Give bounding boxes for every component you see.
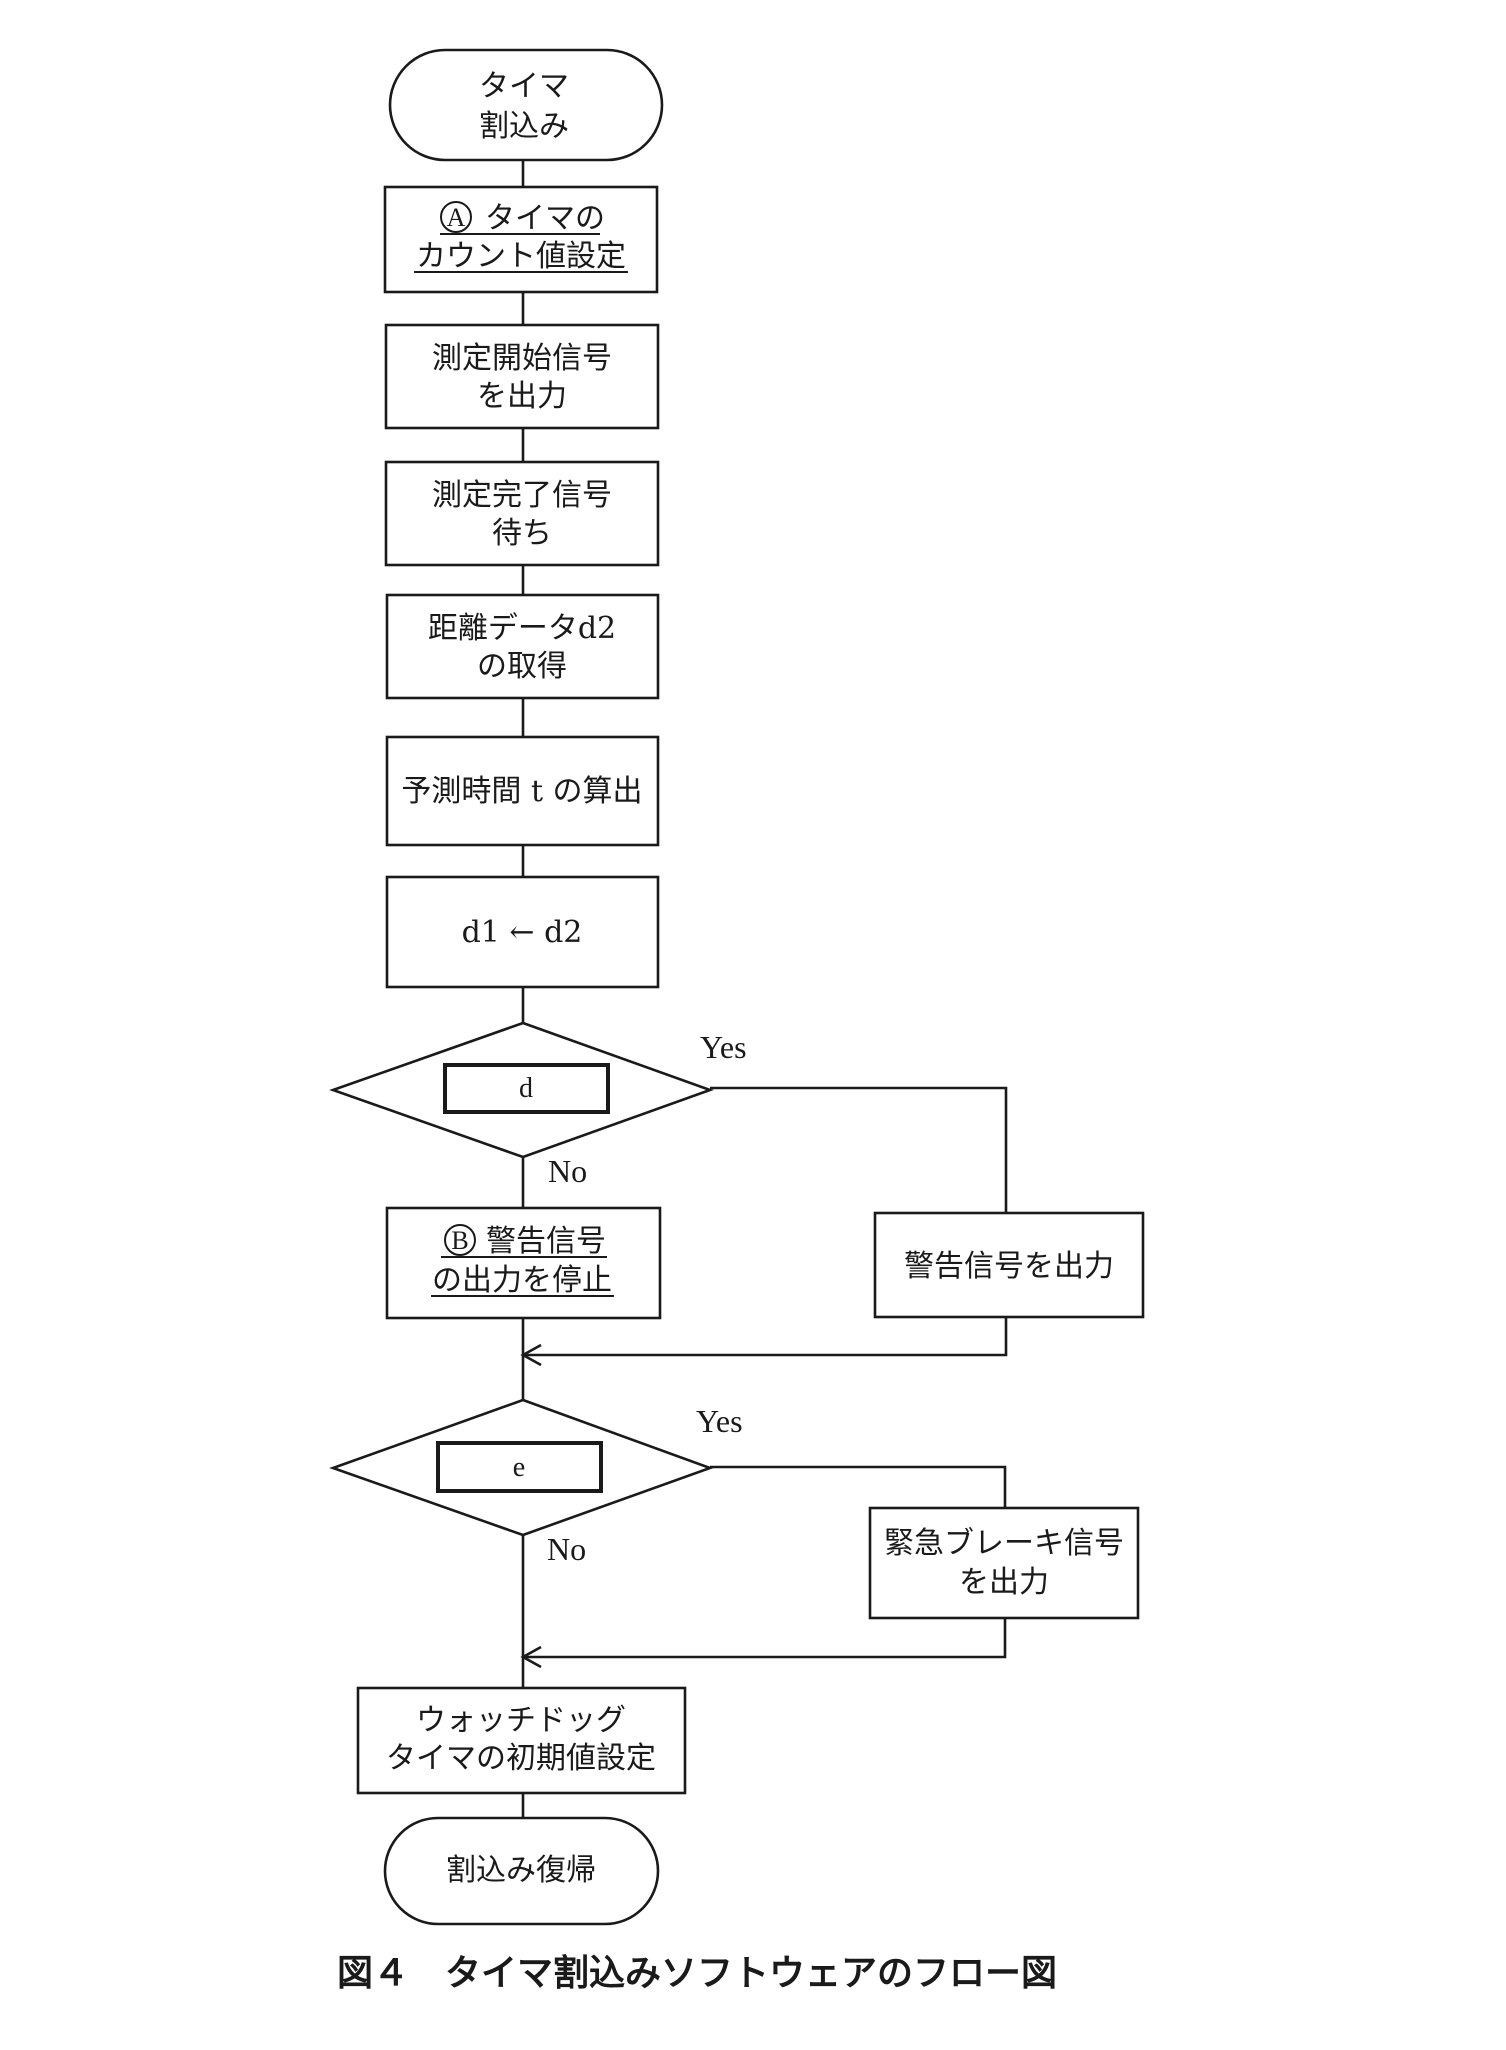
start-terminator: タイマ 割込み [388,48,664,162]
step-output-measure-start: 測定開始信号 を出力 [384,323,660,430]
warning-out-line1: 警告信号を出力 [904,1249,1114,1284]
step-assign-d1-d2: d1 ← d2 [385,875,660,989]
step-a-line2: カウント値設定 [416,239,626,274]
marker-a-circle [440,201,472,233]
measure-start-line1: 測定開始信号 [432,341,612,376]
measure-wait-line1: 測定完了信号 [432,478,612,513]
end-label: 割込み復帰 [446,1853,596,1888]
calc-time-line1: 予測時間 t の算出 [401,774,642,809]
step-b-line2: の出力を停止 [432,1263,612,1298]
decision-e-no-label: No [547,1531,586,1567]
marker-b-letter: B [451,1226,468,1255]
watchdog-line1: ウォッチドッグ [416,1703,626,1738]
decision-e-blank-label: e [513,1452,525,1483]
step-b-line1: 警告信号 [486,1224,606,1259]
connector-decision-e-yes [710,1465,1007,1508]
watchdog-line2: タイマの初期値設定 [386,1741,656,1776]
decision-e: e Yes No [329,1398,743,1567]
start-label-line2: 割込み [479,109,569,144]
step-output-emergency-brake: 緊急ブレーキ信号 を出力 [868,1506,1140,1620]
step-output-warning: 警告信号を出力 [873,1211,1145,1319]
assign-line1: d1 ← d2 [462,915,583,950]
distance-line1: 距離データd2 [428,611,616,646]
distance-line2: の取得 [477,649,567,684]
decision-d: d Yes No [329,1021,747,1189]
step-a-line1: タイマの [485,201,605,236]
step-get-distance-d2: 距離データd2 の取得 [385,593,660,700]
step-watchdog-init: ウォッチドッグ タイマの初期値設定 [356,1686,687,1795]
connector-warning-return [523,1317,1008,1357]
caption-number: 図４ [337,1953,409,1994]
connector-decision-d-yes [710,1086,1008,1213]
decision-d-blank-box [443,1063,610,1114]
measure-wait-line2: 待ち [492,516,552,551]
measure-start-line2: を出力 [477,379,567,414]
caption-title: タイマ割込みソフトウェアのフロー図 [445,1953,1057,1994]
decision-e-yes-label: Yes [696,1403,743,1439]
marker-a-letter: A [447,203,466,232]
brake-out-line1: 緊急ブレーキ信号 [884,1526,1124,1561]
connector-brake-return [523,1618,1007,1659]
step-calc-predicted-time: 予測時間 t の算出 [385,735,660,847]
arrowhead-merge-2 [520,1645,542,1669]
step-a-timer-count-set: A タイマの カウント値設定 [383,185,659,294]
decision-d-blank-label: d [519,1073,533,1104]
end-terminator: 割込み復帰 [383,1816,660,1926]
step-b-stop-warning: B 警告信号 の出力を停止 [385,1206,662,1320]
connectors [520,160,1008,1818]
arrowhead-merge-1 [520,1343,542,1367]
decision-d-no-label: No [548,1153,587,1189]
decision-e-blank-box [436,1441,603,1493]
decision-d-yes-label: Yes [700,1029,747,1065]
marker-b-circle [444,1224,476,1256]
start-label-line1: タイマ [479,69,569,104]
figure-caption: 図４ タイマ割込みソフトウェアのフロー図 [337,1953,1057,1994]
brake-out-line2: を出力 [959,1565,1049,1600]
step-wait-measure-complete: 測定完了信号 待ち [384,460,660,567]
